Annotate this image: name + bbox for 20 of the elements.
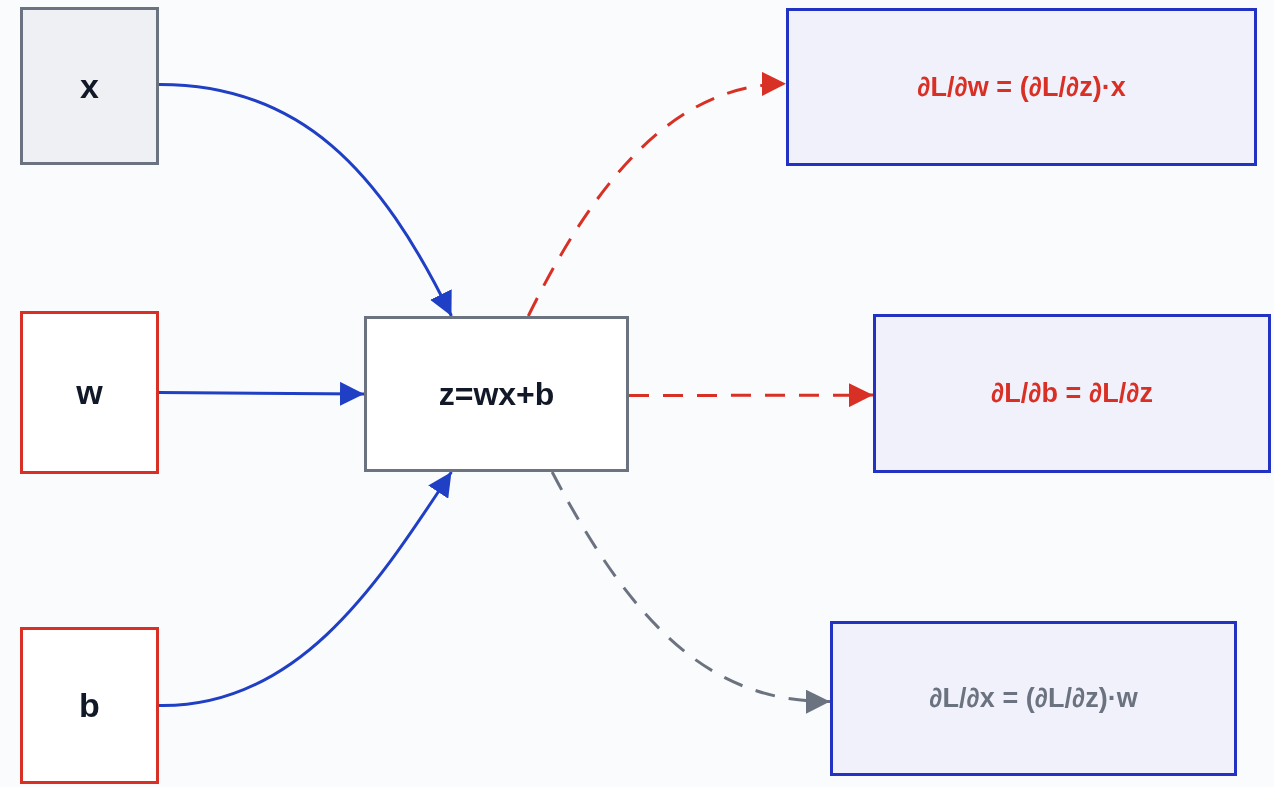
gradient-box (873, 314, 1271, 473)
node-label: z=wx+b (438, 375, 555, 413)
arrow (159, 381, 364, 406)
arrow (158, 471, 453, 707)
input-box (20, 7, 159, 165)
input-box (20, 627, 159, 784)
arrow (526, 73, 787, 317)
arrow (158, 82, 453, 317)
arrow (629, 383, 873, 408)
node-label: w (76, 373, 103, 412)
gradient-box (786, 8, 1257, 166)
gradient-box (830, 621, 1237, 776)
input-box (20, 311, 159, 474)
node-label: x (80, 66, 99, 106)
node-label: ∂L/∂b = ∂L/∂z (990, 378, 1154, 409)
node-label: ∂L/∂x = (∂L/∂z)·w (929, 683, 1138, 714)
node-label: b (79, 686, 100, 725)
arrow (550, 471, 831, 713)
operation-box (364, 316, 629, 472)
node-label: ∂L/∂w = (∂L/∂z)·x (917, 71, 1126, 103)
